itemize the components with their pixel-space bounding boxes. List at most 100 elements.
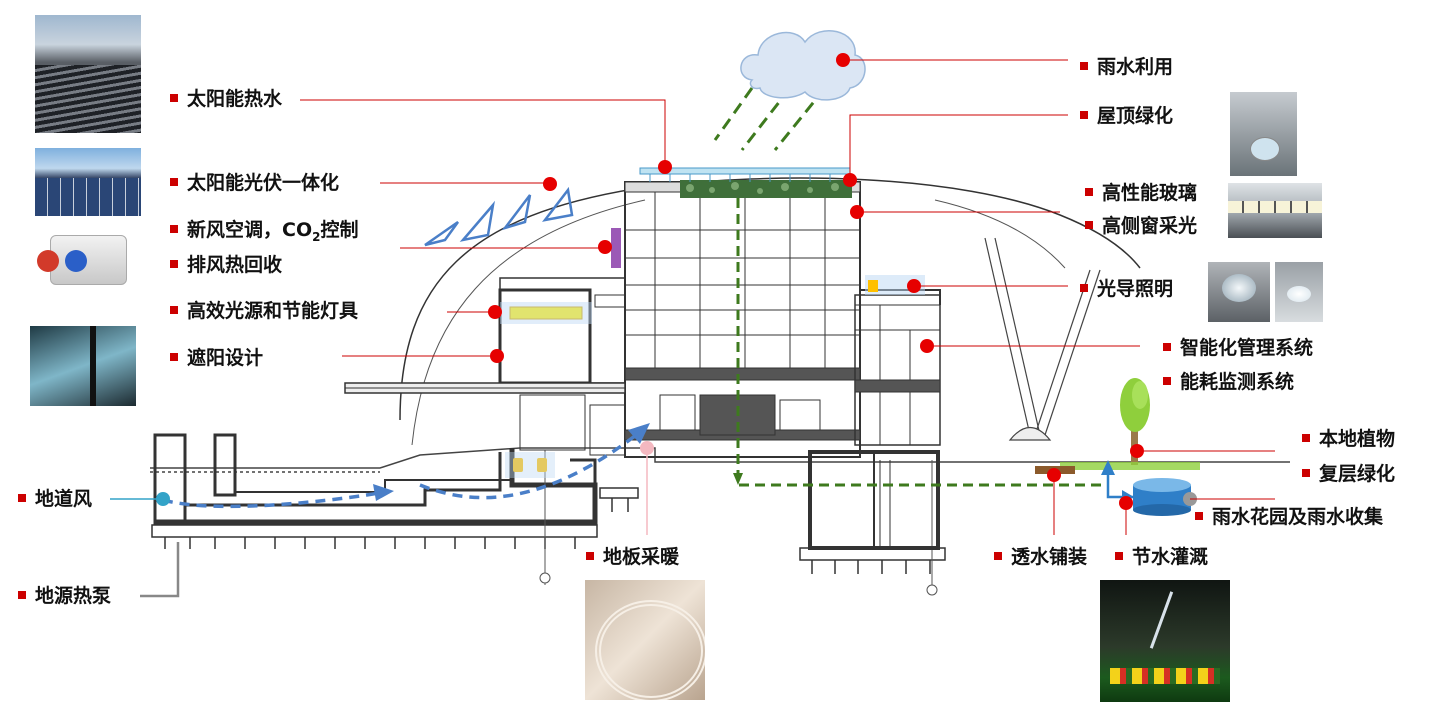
marker-solar-hot-water bbox=[658, 160, 672, 174]
exhaust-duct bbox=[611, 228, 621, 268]
label-text: 太阳能光伏一体化 bbox=[187, 172, 340, 194]
airflow-path bbox=[162, 430, 642, 509]
marker-exhaust bbox=[598, 240, 612, 254]
grass-strip bbox=[1060, 462, 1200, 470]
rooftop-panels bbox=[639, 167, 851, 182]
roof-arc-right bbox=[934, 199, 1066, 269]
heater-glow bbox=[505, 452, 555, 478]
label-layered-greening: 复层绿化 bbox=[1302, 462, 1395, 486]
bullet-icon bbox=[1163, 376, 1171, 385]
label-rain-garden: 雨水花园及雨水收集 bbox=[1195, 505, 1383, 529]
label-water-saving-irrigation: 节水灌溉 bbox=[1115, 545, 1208, 569]
bullet-icon bbox=[18, 590, 26, 599]
label-high-perf-glass: 高性能玻璃 bbox=[1085, 181, 1197, 205]
bullet-icon bbox=[586, 551, 594, 560]
left-wing bbox=[344, 277, 626, 456]
marker-clerestory bbox=[850, 205, 864, 219]
label-rainwater-use: 雨水利用 bbox=[1080, 55, 1173, 79]
marker-earth-tunnel bbox=[156, 492, 170, 506]
label-text: 新风空调，CO bbox=[187, 219, 313, 241]
tree-icon bbox=[1120, 378, 1150, 465]
bullet-icon bbox=[170, 93, 178, 102]
roof-arc-inner bbox=[411, 199, 646, 446]
bullet-icon bbox=[1195, 511, 1203, 520]
label-text: 地道风 bbox=[35, 488, 93, 510]
section-axis-2-bubble bbox=[926, 584, 938, 596]
bullet-icon bbox=[1085, 220, 1093, 229]
right-wing bbox=[854, 289, 941, 446]
leader-lines bbox=[300, 59, 1275, 535]
main-building bbox=[624, 181, 861, 458]
ground-line bbox=[150, 447, 1290, 473]
bullet-icon bbox=[1080, 110, 1088, 119]
water-tank-icon bbox=[1133, 478, 1191, 516]
drainage-arrow bbox=[733, 473, 743, 485]
irrigation-pipe bbox=[1106, 475, 1133, 499]
basement bbox=[808, 450, 940, 550]
lighting-fixture bbox=[509, 306, 583, 320]
label-roof-greening: 屋顶绿化 bbox=[1080, 104, 1173, 128]
green-roof bbox=[680, 180, 852, 198]
bullet-icon bbox=[170, 305, 178, 314]
drainage-path bbox=[736, 198, 1105, 487]
label-clerestory: 高侧窗采光 bbox=[1085, 214, 1197, 238]
bullet-icon bbox=[1080, 61, 1088, 70]
label-text: 透水铺装 bbox=[1011, 546, 1088, 568]
marker-permeable bbox=[1047, 468, 1061, 482]
green-roof-texture bbox=[686, 182, 839, 194]
photo-irrigation bbox=[1100, 580, 1230, 702]
bullet-icon bbox=[170, 177, 178, 186]
lighting-glow bbox=[500, 302, 592, 324]
label-text: 雨水利用 bbox=[1097, 56, 1174, 78]
markers bbox=[488, 53, 1144, 510]
label-text: 太阳能热水 bbox=[187, 88, 283, 110]
label-ground-source-heat-pump: 地源热泵 bbox=[18, 584, 111, 608]
label-permeable-paving: 透水铺装 bbox=[994, 545, 1087, 569]
heater-1 bbox=[513, 458, 523, 472]
marker-floor-heating bbox=[640, 441, 654, 455]
marker-light-pipe bbox=[907, 279, 921, 293]
label-fresh-air: 新风空调，CO2控制 bbox=[170, 218, 358, 249]
rain-lines bbox=[713, 87, 827, 151]
label-text: 屋顶绿化 bbox=[1097, 105, 1174, 127]
shading-fins bbox=[424, 186, 574, 247]
marker-native-plants bbox=[1130, 444, 1144, 458]
label-shading: 遮阳设计 bbox=[170, 346, 263, 370]
section-axis-1-bubble bbox=[539, 572, 551, 584]
label-text: 智能化管理系统 bbox=[1180, 337, 1314, 359]
label-intelligent-mgmt: 智能化管理系统 bbox=[1163, 336, 1313, 360]
bullet-icon bbox=[1080, 283, 1088, 292]
leader-line-heat-pump bbox=[140, 542, 180, 598]
label-text: 高侧窗采光 bbox=[1102, 215, 1198, 237]
label-text: 光导照明 bbox=[1097, 278, 1174, 300]
co2-subscript: 2 bbox=[312, 229, 321, 244]
marker-roof-green bbox=[843, 173, 857, 187]
label-text: 雨水花园及雨水收集 bbox=[1212, 506, 1384, 528]
bullet-icon bbox=[170, 259, 178, 268]
photo-light-pipe-dome bbox=[1208, 262, 1270, 322]
bullet-icon bbox=[1302, 468, 1310, 477]
light-pipe-lamp bbox=[868, 280, 878, 292]
foundation-piles bbox=[151, 487, 946, 574]
marker-shading bbox=[490, 349, 504, 363]
label-text: 高性能玻璃 bbox=[1102, 182, 1198, 204]
photo-roof-garden bbox=[1230, 92, 1297, 176]
photo-floor-heating bbox=[585, 580, 705, 700]
label-text: 节水灌溉 bbox=[1132, 546, 1209, 568]
airflow-arrow-2 bbox=[628, 423, 650, 444]
label-energy-monitoring: 能耗监测系统 bbox=[1163, 370, 1294, 394]
label-text: 地板采暖 bbox=[603, 546, 680, 568]
heater-2 bbox=[537, 458, 547, 472]
marker-lighting bbox=[488, 305, 502, 319]
label-text: 遮阳设计 bbox=[187, 347, 264, 369]
bullet-icon bbox=[1163, 342, 1171, 351]
label-text: 复层绿化 bbox=[1319, 463, 1396, 485]
label-text: 地源热泵 bbox=[35, 585, 112, 607]
label-exhaust-heat-recovery: 排风热回收 bbox=[170, 253, 282, 277]
marker-irrigation bbox=[1119, 496, 1133, 510]
marker-rainwater bbox=[836, 53, 850, 67]
bullet-icon bbox=[1115, 551, 1123, 560]
label-earth-tunnel: 地道风 bbox=[18, 487, 92, 511]
